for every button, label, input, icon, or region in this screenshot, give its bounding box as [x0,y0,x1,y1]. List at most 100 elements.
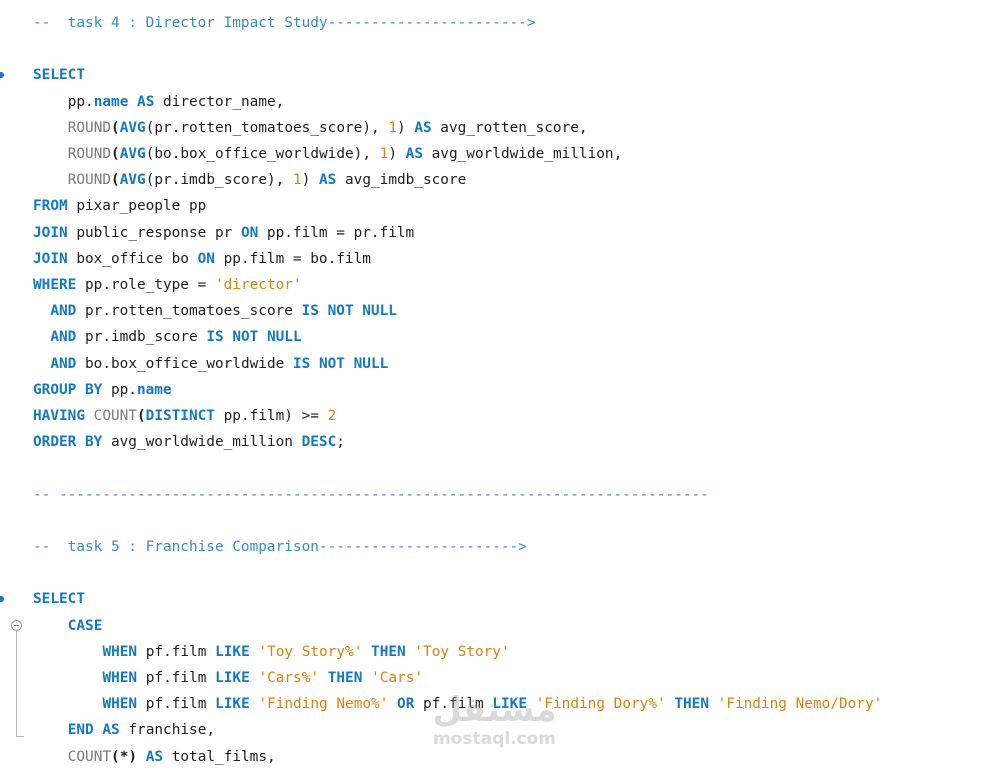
code-line[interactable]: JOIN public_response pr ON pp.film = pr.… [33,220,414,246]
sql-text [362,670,371,686]
sql-keyword: AS [405,146,423,162]
code-line[interactable]: AND pr.rotten_tomatoes_score IS NOT NULL [50,298,397,324]
statement-marker-icon [0,72,4,79]
code-line[interactable]: CASE [68,613,103,639]
sql-text: (bo.box_office_worldwide), [145,146,380,162]
sql-keyword: LIKE [215,696,250,713]
code-line[interactable]: AND pr.imdb_score IS NOT NULL [50,324,301,350]
sql-keyword: DISTINCT [145,408,215,424]
sql-text [388,696,397,712]
sql-text: (pr.imdb_score), [145,172,294,189]
sql-punctuation: ( [111,172,120,189]
sql-text: ) [388,146,406,162]
sql-keyword: HAVING [33,408,85,424]
sql-text: director_name, [154,93,285,110]
code-line[interactable]: -- task 5 : Franchise Comparison--------… [33,534,527,560]
sql-keyword: END [67,722,94,739]
sql-keyword: AS [102,722,120,739]
sql-keyword: name [93,93,129,110]
sql-keyword: AND [50,355,77,372]
sql-keyword: IS NOT NULL [206,329,302,346]
sql-text: pixar_people pp [67,198,207,215]
code-line[interactable]: -- task 4 : Director Impact Study-------… [33,10,536,36]
sql-text [128,94,137,110]
sql-keyword: GROUP BY [33,381,103,398]
code-line[interactable]: -- -------------------------------------… [33,482,709,508]
code-line[interactable]: pp.name AS director_name, [68,89,285,115]
watermark-latin: mostaql.com [432,729,557,749]
sql-text: (pr.rotten_tomatoes_score), [145,119,389,136]
sql-punctuation: (*) [111,748,138,765]
sql-keyword: AS [145,748,164,765]
sql-string: 'Toy Story' [414,643,510,660]
sql-string: 'Toy Story%' [258,643,363,660]
sql-text: avg_imdb_score [336,172,467,189]
sql-text: total_films, [163,748,276,765]
sql-text: public_response pr [67,224,241,241]
code-line[interactable]: WHERE pp.role_type = 'director' [33,272,302,298]
sql-function: COUNT [93,408,137,424]
code-line[interactable]: WHEN pf.film LIKE 'Finding Nemo%' OR pf.… [102,691,882,717]
code-line[interactable]: FROM pixar_people pp [33,193,206,219]
sql-string: 'Finding Nemo/Dory' [717,696,883,713]
sql-text [709,696,718,712]
code-line[interactable]: ROUND(AVG(pr.imdb_score), 1) AS avg_imdb… [68,167,467,193]
code-line[interactable]: HAVING COUNT(DISTINCT pp.film) >= 2 [33,403,336,429]
code-line[interactable]: COUNT(*) AS total_films, [68,744,276,770]
sql-keyword: LIKE [215,670,250,686]
fold-collapse-icon[interactable] [11,620,22,631]
statement-marker-icon [0,596,4,603]
sql-text: pp.film) >= [214,408,328,424]
sql-keyword: CASE [67,617,103,634]
code-line[interactable]: AND bo.box_office_worldwide IS NOT NULL [50,351,388,377]
sql-text [362,644,371,660]
sql-text: ; [336,434,345,451]
sql-number: 2 [327,408,337,424]
code-line[interactable]: GROUP BY pp.name [33,377,172,403]
code-line[interactable]: END AS franchise, [68,717,215,743]
sql-text: pr.rotten_tomatoes_score [76,303,302,320]
sql-keyword: AND [50,303,77,320]
code-line[interactable]: JOIN box_office bo ON pp.film = bo.film [33,246,371,272]
sql-string: 'Cars%' [258,670,320,686]
sql-keyword: IS NOT NULL [301,303,397,320]
sql-text: pr.imdb_score [76,329,207,346]
sql-number: 1 [388,119,397,136]
sql-number: 1 [293,172,302,189]
sql-text [85,408,94,424]
sql-function: COUNT [67,748,112,765]
code-line[interactable]: SELECT [33,62,85,88]
sql-text: pf.film [137,643,216,660]
sql-keyword: IS NOT NULL [292,355,389,372]
sql-comment: -- task 5 : Franchise Comparison--------… [33,539,527,555]
code-line[interactable]: WHEN pf.film LIKE 'Cars%' THEN 'Cars' [102,665,423,691]
sql-keyword: ORDER BY [33,434,103,451]
sql-keyword: OR [397,696,415,713]
sql-text: avg_worldwide_million, [422,146,623,162]
sql-punctuation: ( [111,146,120,162]
code-line[interactable]: ORDER BY avg_worldwide_million DESC; [33,429,345,455]
code-line[interactable]: ROUND(AVG(pr.rotten_tomatoes_score), 1) … [68,115,588,141]
sql-keyword: WHERE [33,277,77,293]
sql-text: avg_worldwide_million [102,434,302,451]
sql-text: pf.film [414,696,493,713]
sql-function: ROUND [67,119,112,136]
sql-keyword: LIKE [215,643,250,660]
sql-keyword: LIKE [492,696,528,713]
sql-keyword: AND [50,329,77,346]
sql-keyword: THEN [674,696,709,713]
sql-number: 1 [379,146,389,162]
sql-text: pf.film [137,696,216,713]
code-line[interactable]: WHEN pf.film LIKE 'Toy Story%' THEN 'Toy… [102,639,509,665]
sql-keyword: name [136,381,172,398]
sql-text [137,749,146,765]
code-line[interactable]: ROUND(AVG(bo.box_office_worldwide), 1) A… [68,141,623,167]
sql-keyword: FROM [33,198,68,215]
sql-keyword: JOIN [33,224,68,241]
sql-function: ROUND [67,146,112,162]
sql-keyword: SELECT [33,67,85,84]
sql-keyword: SELECT [33,591,85,608]
code-line[interactable]: SELECT [33,586,85,612]
sql-string: 'director' [214,277,302,293]
